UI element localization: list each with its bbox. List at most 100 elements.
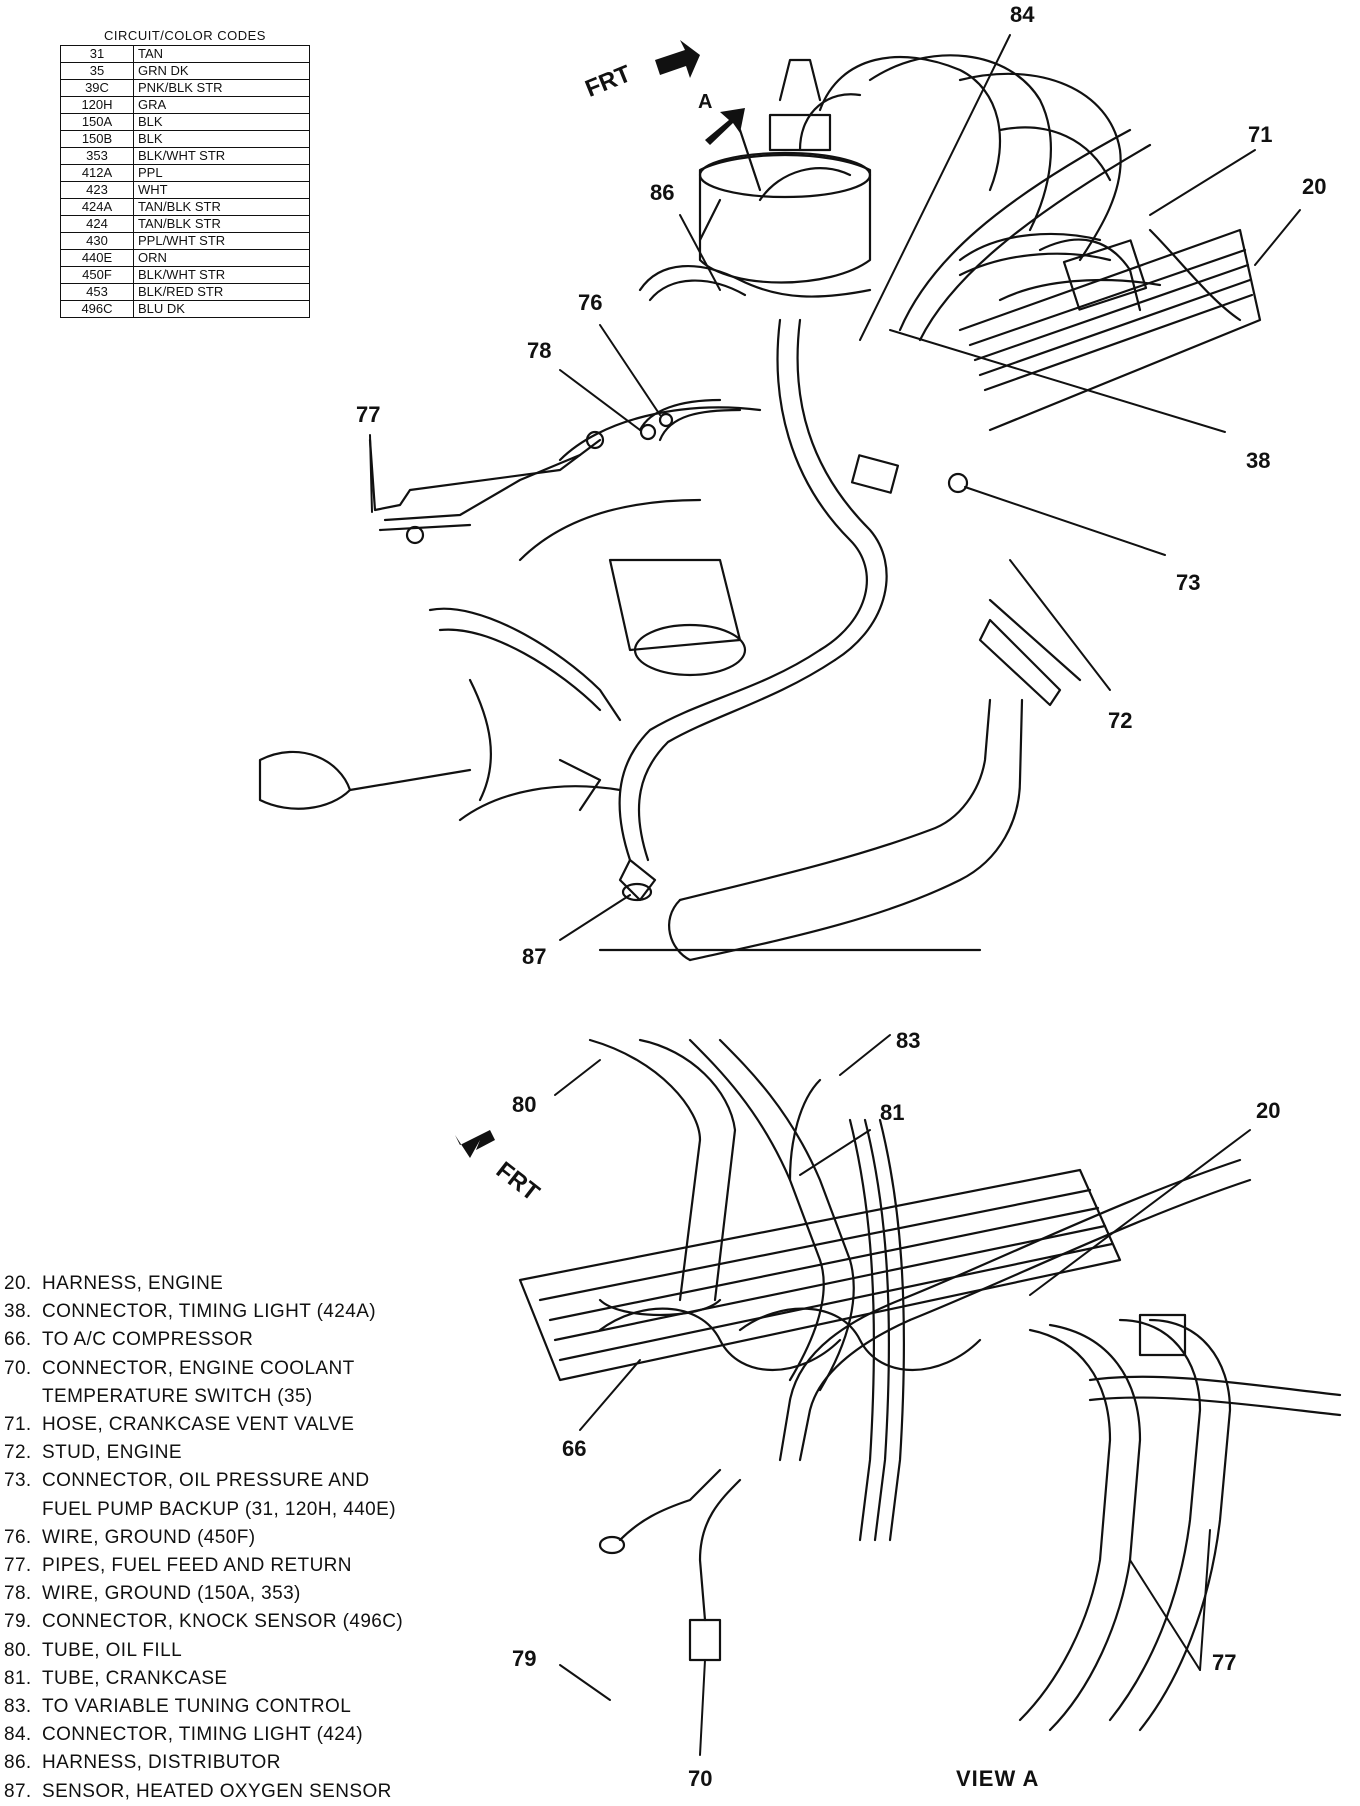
- callout-66: 66: [562, 1436, 587, 1461]
- legend-text: WIRE, GROUND (150A, 353): [42, 1583, 301, 1605]
- circuit-code: 39C: [60, 79, 134, 97]
- engine-harness-top: [618, 318, 888, 862]
- legend-item: 66.TO A/C COMPRESSOR: [4, 1326, 474, 1354]
- legend-text: CONNECTOR, ENGINE COOLANT: [42, 1357, 355, 1379]
- circuit-code: 496C: [60, 300, 134, 318]
- engine-block-left: [458, 406, 762, 822]
- front-arrow-top: [655, 40, 745, 145]
- circuit-code: 450F: [60, 266, 134, 284]
- legend-number: 87.: [4, 1780, 32, 1802]
- callout-87: 87: [522, 944, 547, 969]
- legend-text: TUBE, CRANKCASE: [42, 1667, 228, 1689]
- codes-table-title: CIRCUIT/COLOR CODES: [104, 28, 266, 43]
- callout-76: 76: [578, 290, 603, 315]
- wire-color: PPL: [133, 164, 310, 182]
- callout-86: 86: [650, 180, 675, 205]
- legend-text-continued: FUEL PUMP BACKUP (31, 120H, 440E): [42, 1498, 396, 1520]
- oil-fill-tube: [588, 1038, 737, 1317]
- callout-72: 72: [1108, 708, 1133, 733]
- wire-color: WHT: [133, 181, 310, 199]
- callout-79: 79: [512, 1646, 537, 1671]
- legend-number: 81.: [4, 1667, 32, 1689]
- legend-number: 86.: [4, 1752, 32, 1774]
- wire-color: PNK/BLK STR: [133, 79, 310, 97]
- callout-20-top: 20: [1302, 174, 1327, 199]
- wire-color: TAN/BLK STR: [133, 198, 310, 216]
- callout-83: 83: [896, 1028, 921, 1053]
- engine-harness-view-a: [778, 1158, 1342, 1462]
- circuit-code: 424: [60, 215, 134, 233]
- wire-color: ORN: [133, 249, 310, 267]
- legend-item: 77. PIPES, FUEL FEED AND RETURN: [4, 1552, 474, 1580]
- legend-number: 80.: [4, 1639, 32, 1661]
- legend-number: 20.: [4, 1273, 32, 1294]
- cylinder-head-view-a: [518, 1168, 1122, 1382]
- legend-number: 76.: [4, 1526, 32, 1548]
- timing-oil-connectors: [850, 454, 1082, 707]
- wire-color: BLK/WHT STR: [133, 147, 310, 165]
- circuit-code: 423: [60, 181, 134, 199]
- legend-text: WIRE, GROUND (450F): [42, 1526, 256, 1548]
- circuit-code: 430: [60, 232, 134, 250]
- callout-73: 73: [1176, 570, 1201, 595]
- legend-text: TO A/C COMPRESSOR: [42, 1329, 254, 1351]
- legend-item: 86. HARNESS, DISTRIBUTOR: [4, 1749, 474, 1777]
- circuit-code: 424A: [60, 198, 134, 216]
- legend-text-continued: TEMPERATURE SWITCH (35): [42, 1385, 313, 1407]
- circuit-code: 412A: [60, 164, 134, 182]
- exhaust-pipe: [598, 698, 1024, 962]
- wire-color: GRN DK: [133, 62, 310, 80]
- legend-item: 80.TUBE, OIL FILL: [4, 1637, 474, 1665]
- circuit-code: 150A: [60, 113, 134, 131]
- legend-text: HARNESS, ENGINE: [42, 1273, 224, 1294]
- legend-item: 83. TO VARIABLE TUNING CONTROL: [4, 1693, 474, 1721]
- circuit-code: 150B: [60, 130, 134, 148]
- legend-item: 84.CONNECTOR, TIMING LIGHT (424): [4, 1721, 474, 1749]
- legend-item: 71.HOSE, CRANKCASE VENT VALVE: [4, 1411, 474, 1439]
- legend-item: 87. SENSOR, HEATED OXYGEN SENSOR: [4, 1778, 474, 1806]
- legend-number: 77.: [4, 1555, 32, 1577]
- legend-text: SENSOR, HEATED OXYGEN SENSOR: [42, 1780, 392, 1802]
- fuel-pipes-top: [368, 430, 605, 545]
- front-arrow-bottom: [455, 1130, 495, 1158]
- wire-color: PPL/WHT STR: [133, 232, 310, 250]
- circuit-code: 353: [60, 147, 134, 165]
- legend-text: STUD, ENGINE: [42, 1442, 182, 1464]
- intake-manifold: [758, 54, 1122, 262]
- callout-81: 81: [880, 1100, 905, 1125]
- legend-number: 83.: [4, 1696, 32, 1718]
- legend-number: 73.: [4, 1470, 32, 1492]
- legend-text: CONNECTOR, TIMING LIGHT (424): [42, 1724, 363, 1746]
- legend-text: TO VARIABLE TUNING CONTROL: [42, 1696, 352, 1718]
- legend-text: CONNECTOR, TIMING LIGHT (424A): [42, 1301, 376, 1323]
- circuit-code: 453: [60, 283, 134, 301]
- starter-area: [258, 607, 622, 810]
- legend-text: PIPES, FUEL FEED AND RETURN: [42, 1555, 352, 1577]
- legend-text: CONNECTOR, OIL PRESSURE AND: [42, 1470, 370, 1492]
- legend-text: HARNESS, DISTRIBUTOR: [42, 1752, 281, 1774]
- legend-number: 38.: [4, 1301, 32, 1323]
- wire-color: BLK: [133, 113, 310, 131]
- callout-71: 71: [1248, 122, 1273, 147]
- leader-lines: [369, 34, 1301, 1756]
- legend-text: HOSE, CRANKCASE VENT VALVE: [42, 1414, 355, 1436]
- callout-77-bottom: 77: [1212, 1650, 1237, 1675]
- legend-number: 78.: [4, 1583, 32, 1605]
- callout-70: 70: [688, 1766, 713, 1791]
